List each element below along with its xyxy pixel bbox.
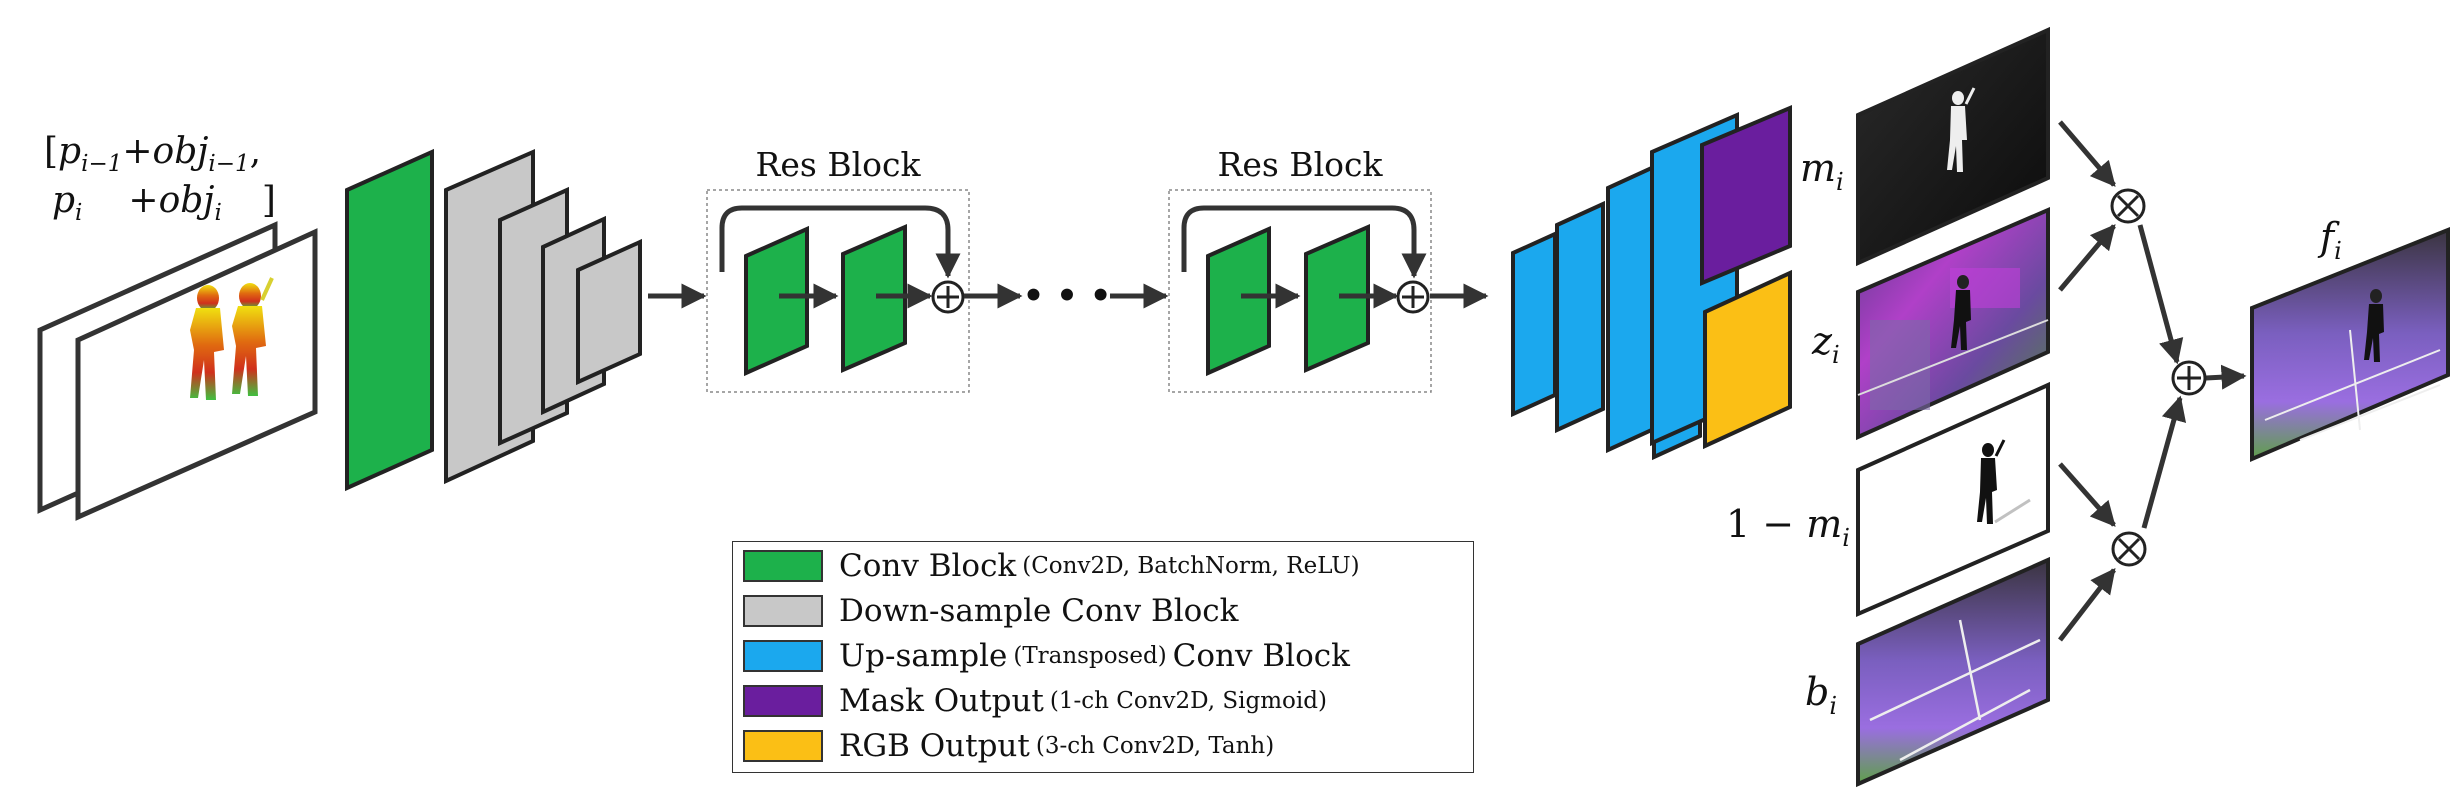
svg-text:pi+obji]: pi+obji]	[52, 180, 276, 226]
mask-label: mi	[1800, 146, 1844, 196]
mask-image	[1856, 26, 2050, 267]
legend-label: Up-sample	[839, 638, 1008, 674]
legend-item-mask: Mask Output (1-ch Conv2D, Sigmoid)	[743, 683, 1327, 719]
legend-label: Conv Block	[839, 548, 1017, 584]
rgb-image	[1856, 206, 2050, 441]
inverse-mask-image	[1856, 381, 2050, 618]
legend-item-conv: Conv Block (Conv2D, BatchNorm, ReLU)	[743, 548, 1360, 584]
res-block-1: Res Block	[706, 145, 970, 393]
background-image	[1856, 556, 2050, 788]
legend-item-rgb: RGB Output (3-ch Conv2D, Tanh)	[743, 728, 1274, 764]
upsample-swatch	[743, 640, 823, 672]
ellipsis: • • •	[1023, 276, 1112, 316]
mask-output-block	[1700, 104, 1792, 287]
legend-detail: (Transposed)	[1013, 643, 1167, 669]
legend-label-after: Conv Block	[1172, 638, 1350, 674]
legend-detail: (3-ch Conv2D, Tanh)	[1035, 733, 1275, 759]
rgb-label: zi	[1811, 319, 1840, 369]
output-labels: mi zi 1 − mi bi fi	[1726, 146, 2342, 720]
pose-heatmap-figures	[190, 277, 274, 400]
add-icon-final	[2171, 360, 2207, 396]
rgb-swatch	[743, 730, 823, 762]
input-label: [pi−1+obji−1, pi+obji]	[44, 131, 276, 226]
res-block-2-title: Res Block	[1218, 145, 1384, 184]
legend-detail: (Conv2D, BatchNorm, ReLU)	[1022, 553, 1360, 579]
legend-label: Mask Output	[839, 683, 1044, 719]
legend: Conv Block (Conv2D, BatchNorm, ReLU) Dow…	[732, 541, 1474, 773]
conv-swatch	[743, 550, 823, 582]
multiply-icon-bottom	[2111, 531, 2147, 567]
rgb-output-block	[1703, 269, 1792, 450]
background-label: bi	[1805, 670, 1837, 720]
multiply-icon-top	[2110, 188, 2146, 224]
upsample-blocks	[1511, 111, 1739, 461]
res-block-1-title: Res Block	[756, 145, 922, 184]
composition-arrows	[2058, 120, 2247, 642]
legend-item-upsample: Up-sample (Transposed) Conv Block	[743, 638, 1350, 674]
downsample-blocks	[444, 148, 642, 485]
legend-label: Down-sample Conv Block	[839, 593, 1239, 629]
mask-swatch	[743, 685, 823, 717]
res-block-2: Res Block	[1168, 145, 1432, 393]
final-label: fi	[2317, 215, 2342, 265]
svg-text:[pi−1+obji−1,: [pi−1+obji−1,	[44, 131, 261, 177]
legend-item-downsample: Down-sample Conv Block	[743, 593, 1238, 629]
inverse-mask-label: 1 − mi	[1726, 502, 1850, 552]
downsample-swatch	[743, 595, 823, 627]
legend-detail: (1-ch Conv2D, Sigmoid)	[1049, 688, 1327, 714]
final-frame-image	[2250, 227, 2450, 463]
legend-label: RGB Output	[839, 728, 1030, 764]
input-frames	[37, 221, 318, 521]
encoder-conv-block	[345, 148, 434, 492]
